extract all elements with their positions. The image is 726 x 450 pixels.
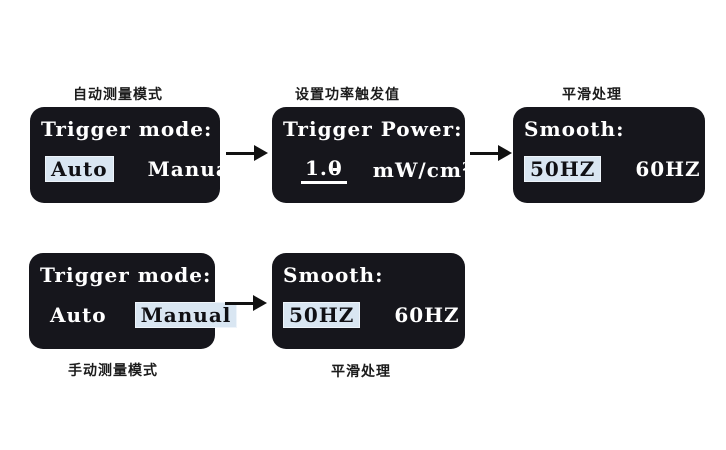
screen-title: Smooth:	[524, 117, 625, 141]
lcd-screen-trigger-mode-auto: Trigger mode: Auto Manual	[30, 107, 237, 203]
screen-title: Trigger mode:	[41, 117, 213, 141]
lcd-screen-trigger-power: Trigger Power: 1.0 mW/cm²	[272, 107, 471, 203]
option-50hz: 50HZ	[524, 156, 602, 182]
lcd-screen-smooth-top: Smooth: 50HZ 60HZ	[513, 107, 705, 203]
option-60hz: 60HZ	[635, 157, 701, 181]
lcd-screen-trigger-mode-manual: Trigger mode: Auto Manual	[29, 253, 238, 349]
screen-title: Smooth:	[283, 263, 384, 287]
caption-auto-measure-mode: 自动测量模式	[73, 86, 163, 102]
screen-title: Trigger mode:	[40, 263, 212, 287]
power-unit: mW/cm²	[372, 158, 472, 182]
flow-arrow-icon	[470, 145, 512, 161]
caption-manual-measure-mode: 手动测量模式	[68, 362, 158, 378]
option-60hz: 60HZ	[394, 303, 460, 327]
option-manual: Manual	[147, 157, 239, 181]
option-50hz: 50HZ	[283, 302, 361, 328]
trigger-power-value: 1.0	[301, 156, 347, 184]
flow-arrow-icon	[225, 295, 267, 311]
option-auto: Auto	[45, 156, 114, 182]
caption-smoothing-bottom: 平滑处理	[331, 363, 391, 379]
flow-arrow-icon	[226, 145, 268, 161]
option-manual: Manual	[134, 302, 238, 328]
zero-dash-decoration	[332, 168, 340, 171]
caption-smoothing-top: 平滑处理	[562, 86, 622, 102]
screen-title: Trigger Power:	[283, 117, 463, 141]
option-auto: Auto	[50, 303, 107, 327]
caption-set-trigger-power: 设置功率触发值	[295, 86, 400, 102]
lcd-screen-smooth-bottom: Smooth: 50HZ 60HZ	[272, 253, 465, 349]
